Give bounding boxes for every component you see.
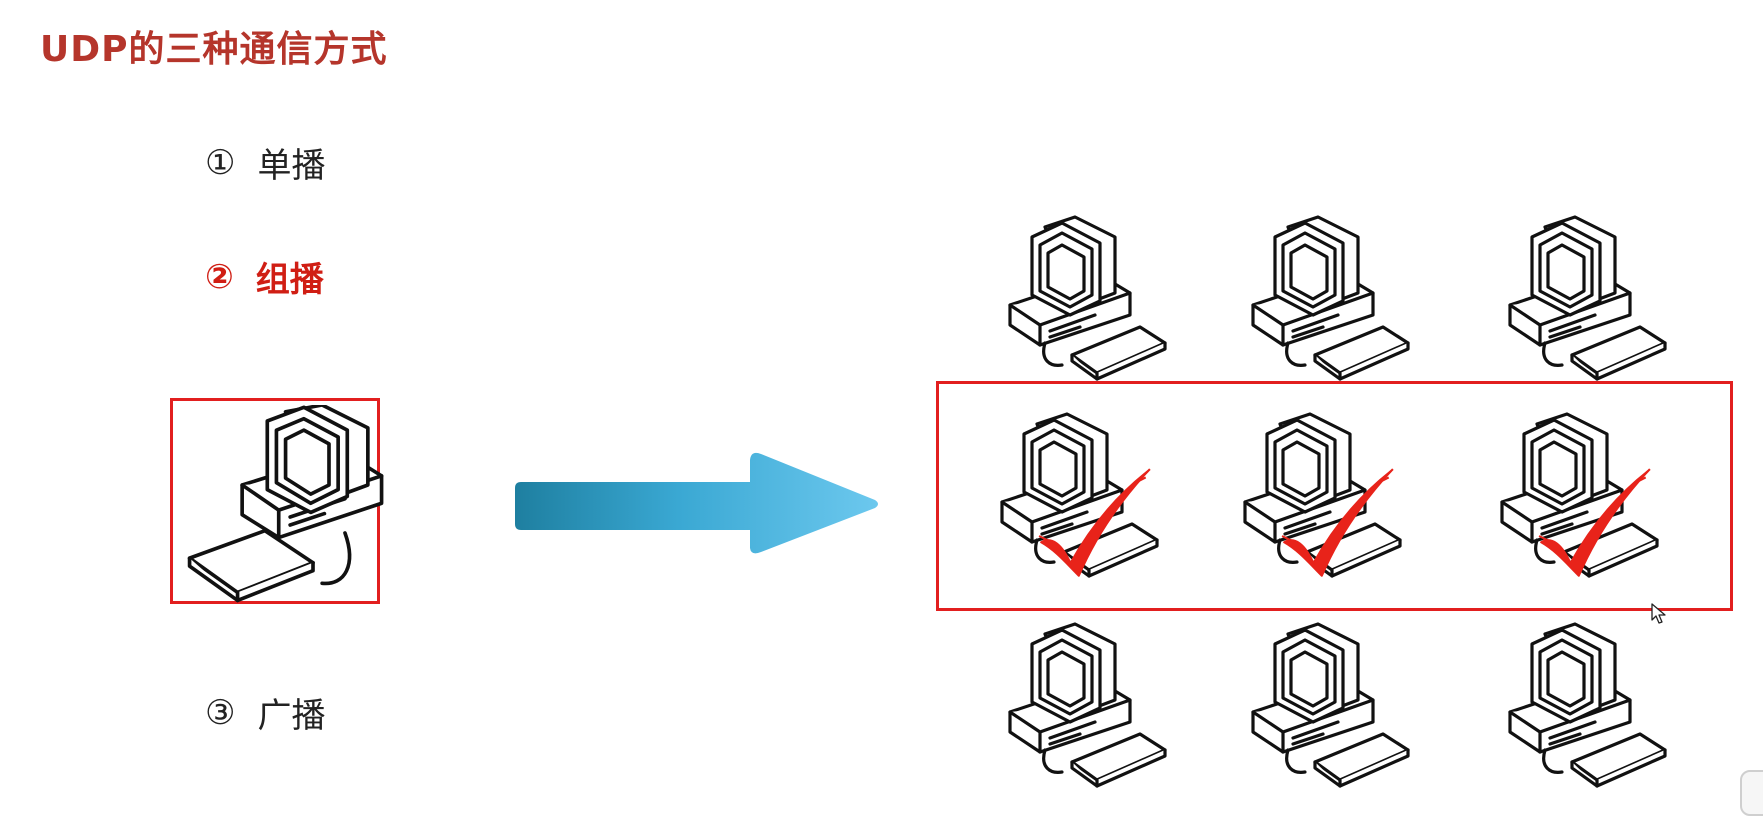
check-mark-icon bbox=[1537, 467, 1652, 582]
item-label: 单播 bbox=[257, 146, 326, 186]
item-number: ② bbox=[205, 256, 234, 297]
corner-widget[interactable] bbox=[1740, 770, 1763, 816]
check-mark-icon bbox=[1280, 467, 1395, 582]
item-number: ③ bbox=[205, 692, 236, 733]
mode-item-broadcast: ③ 广播 bbox=[205, 688, 325, 737]
receiver-computer-icon bbox=[1500, 215, 1675, 390]
check-mark-icon bbox=[1037, 467, 1152, 582]
page-title: UDP的三种通信方式 bbox=[40, 29, 388, 70]
right-arrow-icon bbox=[515, 452, 878, 554]
receiver-computer-icon bbox=[1243, 622, 1418, 797]
receiver-computer-icon bbox=[1500, 622, 1675, 797]
mode-item-multicast: ② 组播 bbox=[205, 252, 324, 301]
multicast-group-box bbox=[936, 381, 1733, 611]
item-label: 广播 bbox=[257, 696, 326, 736]
mode-item-unicast: ① 单播 bbox=[205, 138, 325, 187]
sender-computer-icon bbox=[185, 405, 385, 605]
item-number: ① bbox=[205, 142, 236, 183]
item-label: 组播 bbox=[255, 260, 324, 300]
mouse-cursor-icon bbox=[1651, 603, 1666, 624]
receiver-computer-icon bbox=[1000, 215, 1175, 390]
receiver-computer-icon bbox=[1000, 622, 1175, 797]
receiver-computer-icon bbox=[1243, 215, 1418, 390]
